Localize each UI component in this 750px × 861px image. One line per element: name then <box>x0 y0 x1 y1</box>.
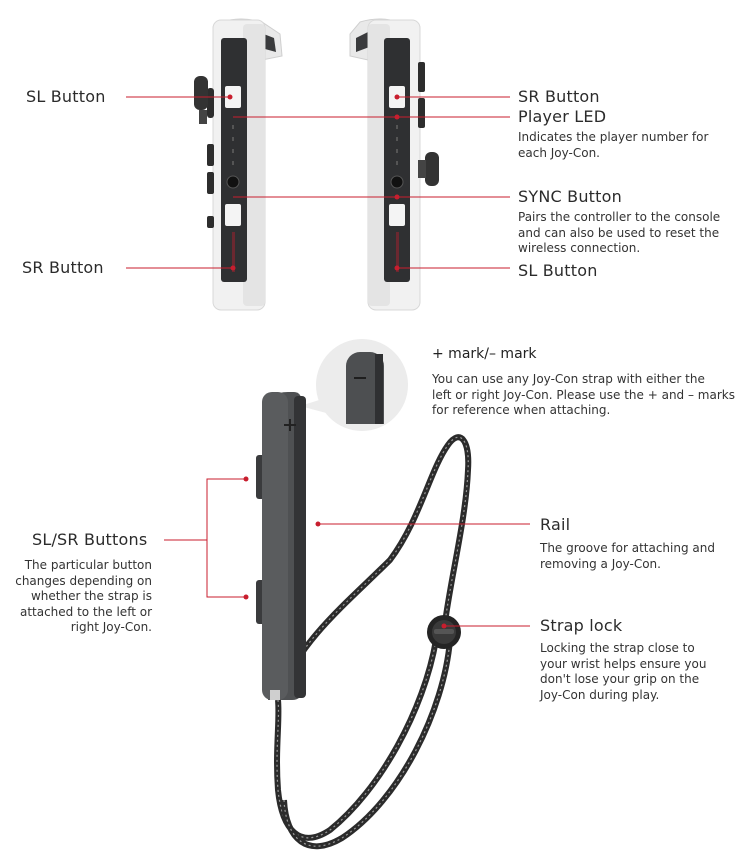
label-right-sl-button: SL Button <box>518 261 598 280</box>
label-left-sr-button: SR Button <box>22 258 104 277</box>
top-leader-dots <box>227 94 400 271</box>
desc-player-led-line: each Joy-Con. <box>518 145 600 160</box>
top-leader-lines <box>126 96 510 269</box>
desc-strap-lock: Locking the strap close to your wrist he… <box>540 641 706 703</box>
desc-sync-button: Pairs the controller to the console and … <box>518 210 720 257</box>
desc-rail-line: removing a Joy-Con. <box>540 556 661 571</box>
desc-slsr-buttons: The particular button changes depending … <box>2 558 152 636</box>
bottom-leader-lines <box>164 478 530 627</box>
desc-mark-line: left or right Joy-Con. Please use the + … <box>432 387 735 402</box>
desc-slsr-line: whether the strap is <box>30 589 152 603</box>
desc-strap-lock-line: Joy-Con during play. <box>540 687 660 702</box>
label-left-sl-button: SL Button <box>26 87 106 106</box>
strap <box>274 434 472 850</box>
label-sync-button: SYNC Button <box>518 187 622 206</box>
strap-lock-piece <box>427 615 461 649</box>
desc-player-led-line: Indicates the player number for <box>518 130 709 144</box>
desc-player-led: Indicates the player number for each Joy… <box>518 130 708 161</box>
desc-slsr-line: attached to the left or <box>19 604 152 619</box>
right-joycon <box>349 18 439 311</box>
mark-callout-bubble <box>300 339 408 431</box>
desc-sync-line: wireless connection. <box>518 241 641 255</box>
desc-sync-line: and can also be used to reset the <box>518 225 720 240</box>
desc-slsr-line: right Joy-Con. <box>70 620 152 634</box>
bottom-leader-dots <box>243 476 447 629</box>
label-player-led: Player LED <box>518 107 607 126</box>
strap-attachment <box>256 392 306 700</box>
label-strap-lock: Strap lock <box>540 616 623 635</box>
desc-mark: You can use any Joy-Con strap with eithe… <box>432 372 735 419</box>
left-joycon <box>194 18 283 311</box>
desc-mark-line: for reference when attaching. <box>432 403 611 417</box>
desc-strap-lock-line: Locking the strap close to <box>540 641 695 655</box>
desc-slsr-line: The particular button <box>24 558 152 572</box>
desc-rail: The groove for attaching and removing a … <box>540 541 715 572</box>
desc-strap-lock-line: don't lose your grip on the <box>540 672 700 686</box>
desc-sync-line: Pairs the controller to the console <box>518 210 721 224</box>
label-slsr-buttons: SL/SR Buttons <box>32 530 148 549</box>
label-rail: Rail <box>540 515 571 534</box>
desc-rail-line: The groove for attaching and <box>540 541 715 555</box>
label-mark: + mark/– mark <box>432 346 537 362</box>
label-right-sr-button: SR Button <box>518 87 600 106</box>
desc-mark-line: You can use any Joy-Con strap with eithe… <box>432 372 705 386</box>
desc-slsr-line: changes depending on <box>15 573 152 588</box>
desc-strap-lock-line: your wrist helps ensure you <box>540 656 707 671</box>
